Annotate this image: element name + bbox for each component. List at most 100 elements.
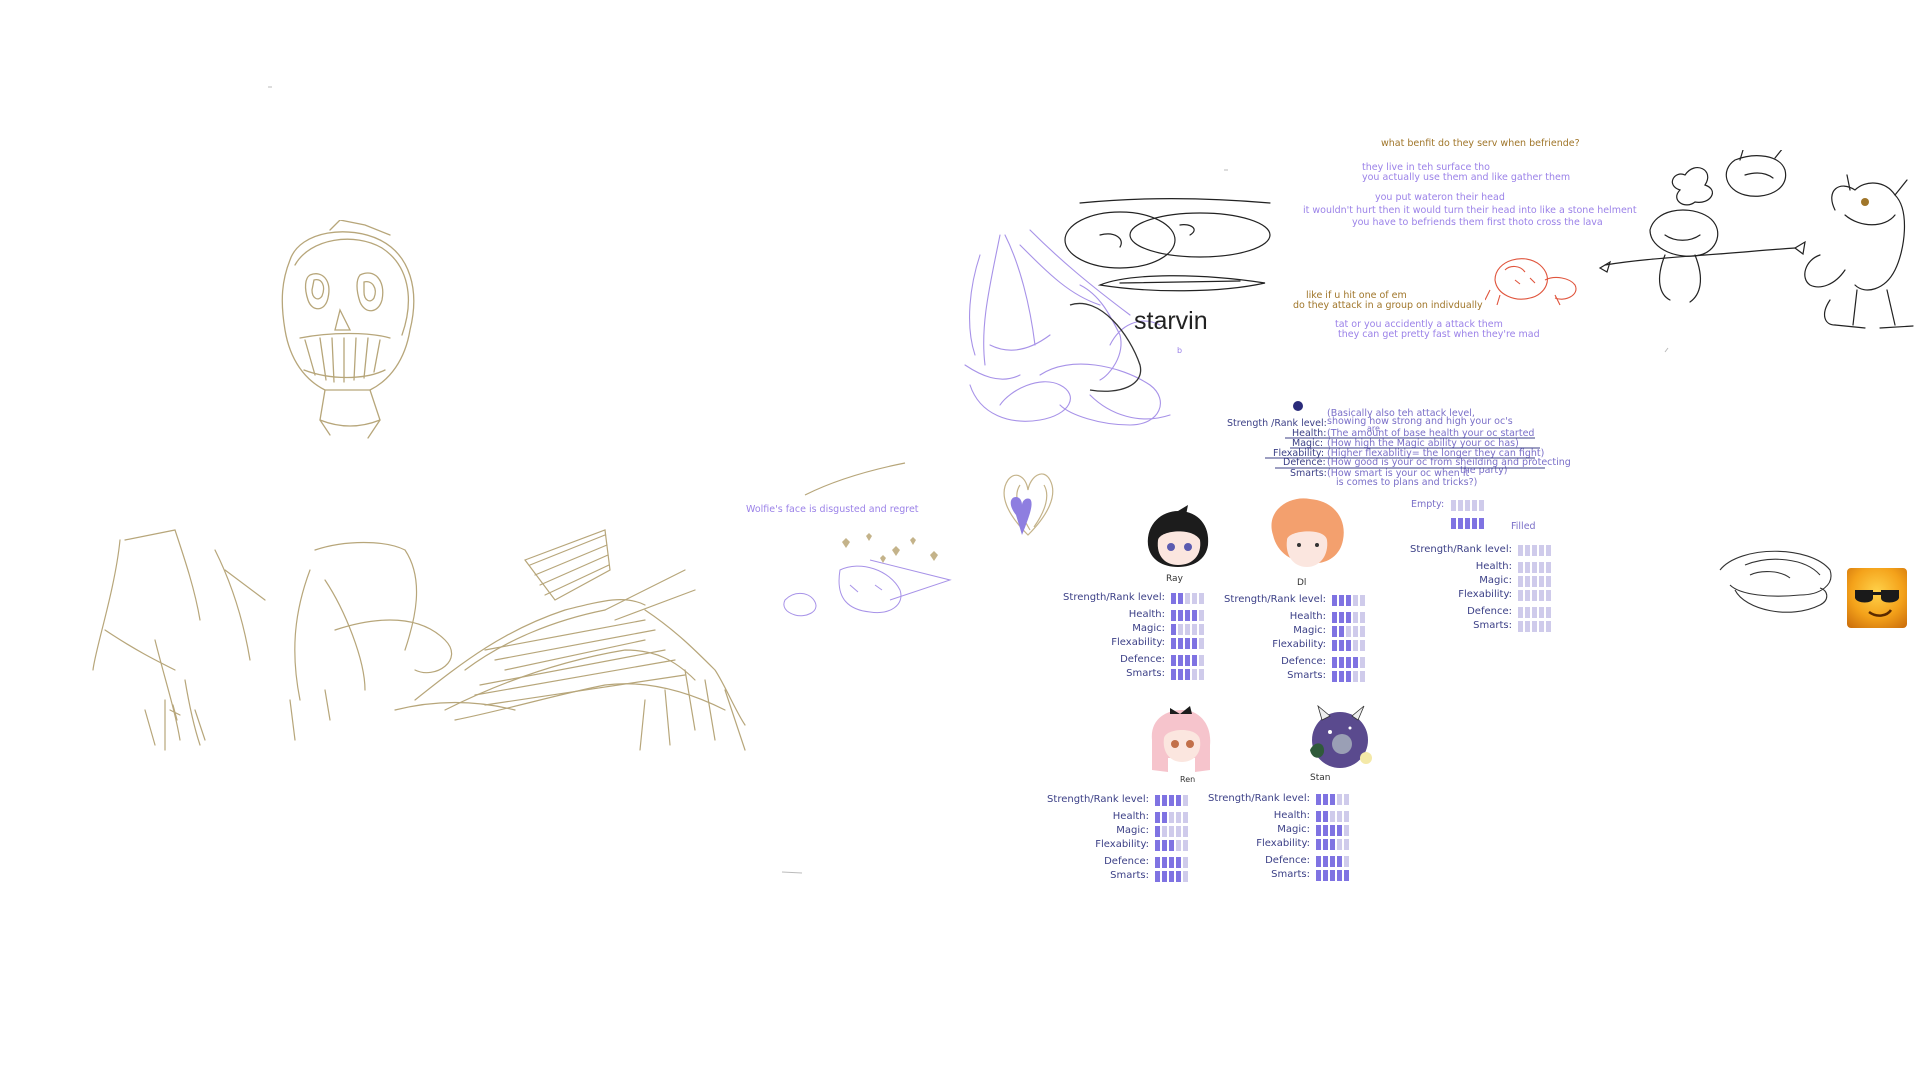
bar-filled <box>1178 669 1183 680</box>
template-strength-label: Strength/Rank level: <box>1410 544 1512 555</box>
char-3-smarts-label: Smarts: <box>1110 870 1149 881</box>
bar-empty <box>1472 500 1477 511</box>
bar-empty <box>1360 612 1365 623</box>
bar-filled <box>1330 839 1335 850</box>
char-1-smarts-label: Smarts: <box>1126 668 1165 679</box>
bar-filled <box>1472 518 1477 529</box>
bar-empty <box>1546 576 1551 587</box>
bar-filled <box>1479 518 1484 529</box>
bar-empty <box>1185 593 1190 604</box>
legend-empty-bars <box>1451 500 1484 511</box>
bar-filled <box>1176 857 1181 868</box>
bar-empty <box>1337 794 1342 805</box>
bar-empty <box>1353 626 1358 637</box>
bar-empty <box>1176 840 1181 851</box>
b-mark: b <box>1177 346 1183 355</box>
template-magic-label: Magic: <box>1479 575 1512 586</box>
bar-filled <box>1353 657 1358 668</box>
template-smarts-bars <box>1518 621 1551 632</box>
bar-empty <box>1344 794 1349 805</box>
bar-filled <box>1185 669 1190 680</box>
bar-empty <box>1546 621 1551 632</box>
bar-filled <box>1155 840 1160 851</box>
template-strength-bars <box>1518 545 1551 556</box>
bar-filled <box>1171 655 1176 666</box>
char-2-magic-label: Magic: <box>1293 625 1326 636</box>
bar-filled <box>1337 870 1342 881</box>
bar-filled <box>1171 624 1176 635</box>
bar-empty <box>1518 607 1523 618</box>
bar-filled <box>1339 595 1344 606</box>
char-1-defence-label: Defence: <box>1120 654 1165 665</box>
bar-filled <box>1178 655 1183 666</box>
template-health-label: Health: <box>1475 561 1512 572</box>
bar-filled <box>1323 811 1328 822</box>
legend-magic-label: Magic: <box>1292 438 1324 449</box>
bar-filled <box>1185 610 1190 621</box>
char-1-flex-bars <box>1171 638 1204 649</box>
legend-filled-bars <box>1451 518 1484 529</box>
char-3-defence-bars <box>1155 857 1188 868</box>
bar-empty <box>1479 500 1484 511</box>
bar-filled <box>1155 812 1160 823</box>
bar-filled <box>1178 593 1183 604</box>
bar-empty <box>1199 669 1204 680</box>
legend-flex-desc: (Higher flexablitiy= the longer they can… <box>1327 448 1545 459</box>
char-4-magic-label: Magic: <box>1277 824 1310 835</box>
sig-ray: Ray <box>1166 574 1184 584</box>
char-2-strength-label: Strength/Rank level: <box>1224 594 1326 605</box>
sunglasses-emoji-icon <box>1847 568 1907 628</box>
bar-empty <box>1169 826 1174 837</box>
char-4-magic-bars <box>1316 825 1349 836</box>
bar-empty <box>1546 590 1551 601</box>
bar-filled <box>1465 518 1470 529</box>
legend-strength-label: Strength /Rank level: <box>1227 418 1327 429</box>
bar-empty <box>1532 545 1537 556</box>
bar-filled <box>1171 669 1176 680</box>
bar-filled <box>1176 871 1181 882</box>
bar-empty <box>1360 671 1365 682</box>
bar-empty <box>1183 795 1188 806</box>
bar-filled <box>1323 825 1328 836</box>
bar-empty <box>1539 607 1544 618</box>
bar-empty <box>1162 826 1167 837</box>
bar-empty <box>1192 624 1197 635</box>
bar-filled <box>1330 825 1335 836</box>
bar-empty <box>1199 638 1204 649</box>
bar-empty <box>1169 812 1174 823</box>
bar-filled <box>1332 657 1337 668</box>
bar-filled <box>1169 795 1174 806</box>
bar-filled <box>1332 640 1337 651</box>
bar-filled <box>1155 857 1160 868</box>
legend-defence-label: Defence: <box>1283 457 1326 468</box>
bar-filled <box>1162 857 1167 868</box>
bar-filled <box>1332 595 1337 606</box>
legend-empty-label: Empty: <box>1411 499 1445 510</box>
bar-filled <box>1178 610 1183 621</box>
bar-filled <box>1162 812 1167 823</box>
bar-filled <box>1316 811 1321 822</box>
bar-empty <box>1183 826 1188 837</box>
char-1-strength-label: Strength/Rank level: <box>1063 592 1165 603</box>
bar-filled <box>1176 795 1181 806</box>
bar-empty <box>1532 607 1537 618</box>
char-2-smarts-label: Smarts: <box>1287 670 1326 681</box>
bar-empty <box>1518 621 1523 632</box>
char-1-defence-bars <box>1171 655 1204 666</box>
bar-empty <box>1178 624 1183 635</box>
black-creatures-sketch <box>1598 150 1914 329</box>
char-3-defence-label: Defence: <box>1104 856 1149 867</box>
bar-empty <box>1451 500 1456 511</box>
bar-empty <box>1532 590 1537 601</box>
char-3-magic-bars <box>1155 826 1188 837</box>
legend-smarts-desc: (How smart is your oc when it <box>1327 468 1470 479</box>
wolfie-line <box>804 462 906 496</box>
bar-filled <box>1330 870 1335 881</box>
portrait-ray: Ray <box>1147 505 1209 584</box>
bar-empty <box>1344 856 1349 867</box>
bar-filled <box>1192 655 1197 666</box>
portrait-stan: Stan <box>1310 704 1372 783</box>
legend-defence-desc-2: the party) <box>1460 465 1508 476</box>
char-4-smarts-bars <box>1316 870 1349 881</box>
